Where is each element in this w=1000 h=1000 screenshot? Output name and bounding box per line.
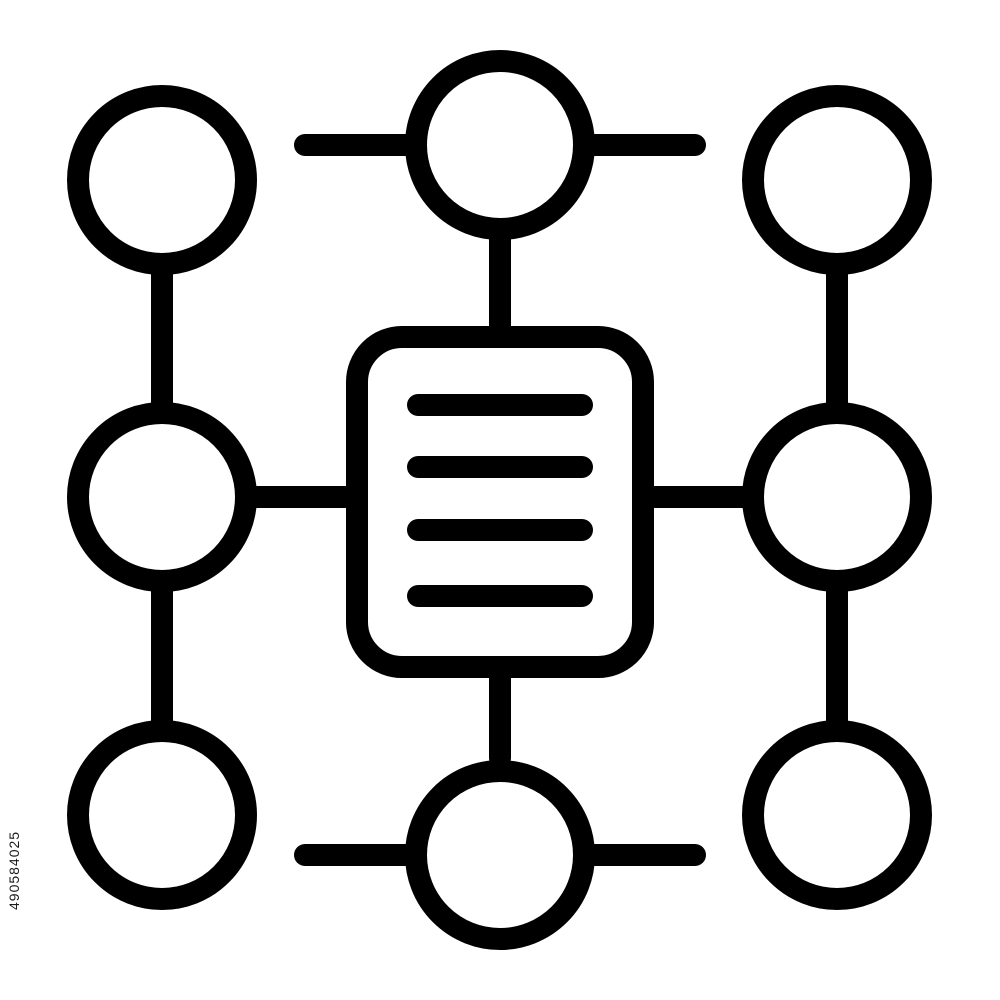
node-bottom-left-icon bbox=[67, 720, 257, 910]
node-top-left-icon bbox=[67, 85, 257, 275]
node-top-center-icon bbox=[405, 50, 595, 240]
node-middle-left-icon bbox=[67, 402, 257, 592]
document-center-icon bbox=[346, 326, 654, 678]
node-middle-right-icon bbox=[742, 402, 932, 592]
node-top-right-icon bbox=[742, 85, 932, 275]
stock-id-label: 490584025 bbox=[6, 830, 22, 910]
node-bottom-right-icon bbox=[742, 720, 932, 910]
node-bottom-center-icon bbox=[405, 760, 595, 950]
